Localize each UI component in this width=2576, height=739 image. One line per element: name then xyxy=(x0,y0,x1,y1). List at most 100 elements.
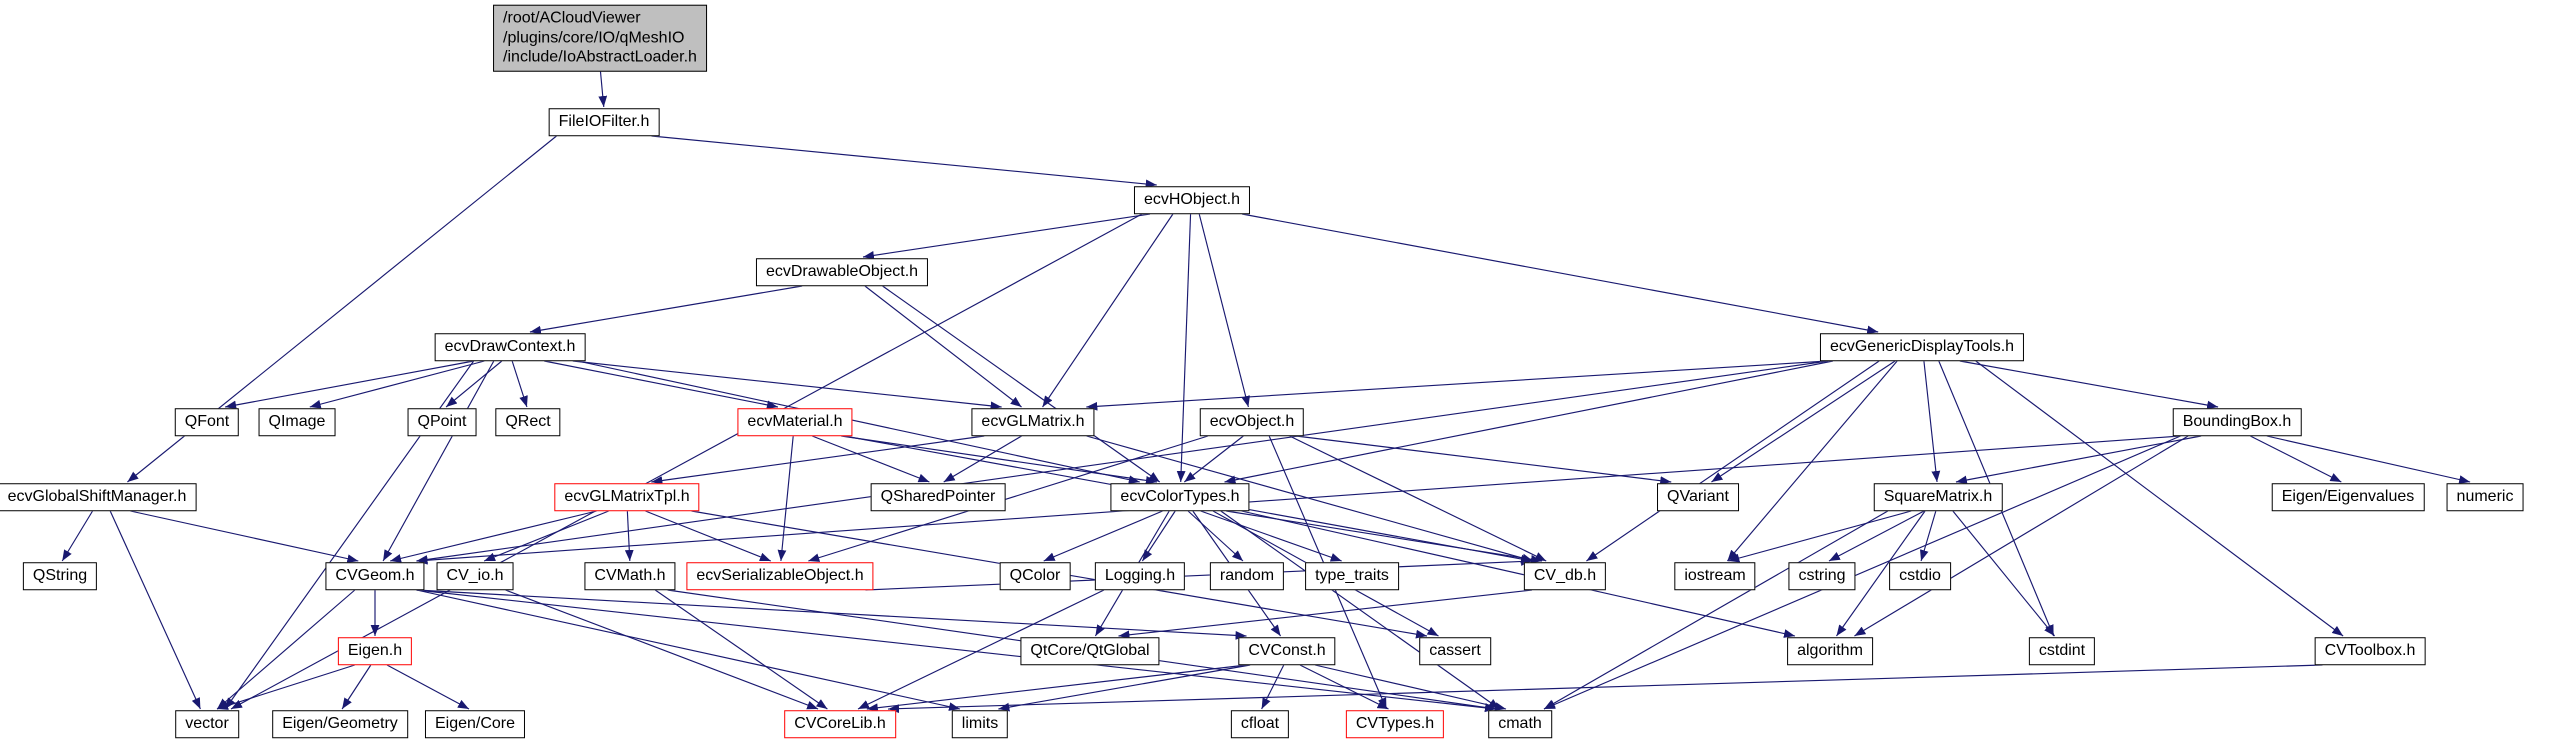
graph-node-qcolor[interactable]: QColor xyxy=(999,562,1071,590)
graph-node-eigen-geometry[interactable]: Eigen/Geometry xyxy=(272,710,408,738)
graph-node-numeric[interactable]: numeric xyxy=(2446,483,2524,511)
include-edge-ecvdrawcontext-h-to-qrect xyxy=(511,360,528,408)
graph-node-root: /root/ACloudViewer/plugins/core/IO/qMesh… xyxy=(493,4,707,72)
graph-node-qfont[interactable]: QFont xyxy=(174,408,240,436)
graph-node-random[interactable]: random xyxy=(1209,562,1285,590)
graph-node-ecvdrawableobject-h[interactable]: ecvDrawableObject.h xyxy=(755,258,929,286)
include-edge-cvconst-h-to-cvcorelib-h xyxy=(866,664,1247,713)
graph-node-cmath[interactable]: cmath xyxy=(1488,710,1552,738)
include-edge-squarematrix-h-to-cstdio xyxy=(1919,510,1937,562)
include-edge-boundingbox-h-to-numeric xyxy=(2266,435,2471,484)
graph-node-qpoint[interactable]: QPoint xyxy=(407,408,477,436)
include-edge-ecvdrawcontext-h-to-qimage xyxy=(309,360,485,409)
include-edge-ecvhobject-h-to-ecvcolortypes-h xyxy=(1176,213,1192,483)
include-edge-ecvglmatrix-h-to-qsharedpointer xyxy=(943,435,1022,483)
graph-node-ecvcolortypes-h[interactable]: ecvColorTypes.h xyxy=(1110,483,1250,511)
graph-node-ecvobject-h[interactable]: ecvObject.h xyxy=(1199,408,1305,436)
graph-node-cvcorelib-h[interactable]: CVCoreLib.h xyxy=(784,710,896,738)
include-edge-ecvdrawcontext-h-to-cvgeom-h xyxy=(382,360,495,562)
include-edge-root-to-fileiofilter-h xyxy=(598,71,608,108)
include-edge-ecvdrawcontext-h-to-ecvmaterial-h xyxy=(544,360,779,410)
include-edge-squarematrix-h-to-cmath xyxy=(1543,510,1889,710)
include-edge-boundingbox-h-to-eigen-eigenvalues xyxy=(2250,435,2342,483)
graph-node-ecvmaterial-h[interactable]: ecvMaterial.h xyxy=(737,408,853,436)
graph-node-ecvgenericdisplaytools-h[interactable]: ecvGenericDisplayTools.h xyxy=(1819,333,2025,361)
include-edge-ecvobject-h-to-qvariant xyxy=(1295,435,1672,486)
graph-node-qimage[interactable]: QImage xyxy=(258,408,336,436)
graph-node-cstdio[interactable]: cstdio xyxy=(1889,562,1951,590)
include-edge-ecvcolortypes-h-to-qcolor xyxy=(1043,510,1163,562)
graph-node-cassert[interactable]: cassert xyxy=(1419,637,1491,665)
graph-node-cvconst-h[interactable]: CVConst.h xyxy=(1238,637,1336,665)
graph-node-qrect[interactable]: QRect xyxy=(495,408,561,436)
graph-node-ecvglmatrixtpl-h[interactable]: ecvGLMatrixTpl.h xyxy=(554,483,700,511)
include-edge-ecvmaterial-h-to-ecvcolortypes-h xyxy=(841,435,1157,485)
graph-node-qvariant[interactable]: QVariant xyxy=(1657,483,1739,511)
graph-node-cv-db-h[interactable]: CV_db.h xyxy=(1523,562,1607,590)
include-edge-ecvglmatrixtpl-h-to-cvgeom-h xyxy=(389,510,597,563)
graph-node-cvgeom-h[interactable]: CVGeom.h xyxy=(325,562,425,590)
include-edge-ecvhobject-h-to-ecvgenericdisplaytools-h xyxy=(1241,213,1879,335)
graph-node-ecvserializableobject-h[interactable]: ecvSerializableObject.h xyxy=(686,562,874,590)
include-edge-ecvdrawableobject-h-to-ecvcolortypes-h xyxy=(882,285,1161,483)
graph-node-iostream[interactable]: iostream xyxy=(1674,562,1756,590)
graph-node-ecvglmatrix-h[interactable]: ecvGLMatrix.h xyxy=(971,408,1095,436)
graph-node-qstring[interactable]: QString xyxy=(22,562,98,590)
graph-node-vector[interactable]: vector xyxy=(175,710,239,738)
graph-node-eigen-eigenvalues[interactable]: Eigen/Eigenvalues xyxy=(2271,483,2425,511)
graph-node-boundingbox-h[interactable]: BoundingBox.h xyxy=(2172,408,2302,436)
include-edge-cvconst-h-to-cmath xyxy=(1314,664,1507,711)
graph-node-cfloat[interactable]: cfloat xyxy=(1230,710,1290,738)
include-edge-ecvgenericdisplaytools-h-to-squarematrix-h xyxy=(1923,360,1941,483)
graph-node-eigen-core[interactable]: Eigen/Core xyxy=(424,710,526,738)
graph-node-squarematrix-h[interactable]: SquareMatrix.h xyxy=(1873,483,2003,511)
include-edge-ecvgenericdisplaytools-h-to-iostream xyxy=(1726,360,1898,562)
graph-node-eigen-h[interactable]: Eigen.h xyxy=(337,637,413,665)
include-edge-ecvgenericdisplaytools-h-to-cvtoolbox-h xyxy=(1975,360,2344,637)
graph-node-ecvhobject-h[interactable]: ecvHObject.h xyxy=(1133,186,1251,214)
include-edge-ecvglmatrix-h-to-ecvglmatrixtpl-h xyxy=(651,435,985,485)
graph-node-ecvglobalshiftmanager-h[interactable]: ecvGlobalShiftManager.h xyxy=(0,483,197,511)
graph-node-ecvdrawcontext-h[interactable]: ecvDrawContext.h xyxy=(434,333,586,361)
graph-node-limits[interactable]: limits xyxy=(951,710,1009,738)
include-edge-ecvglmatrixtpl-h-to-cv-io-h xyxy=(483,510,609,562)
include-edge-ecvgenericdisplaytools-h-to-cv-db-h xyxy=(1586,360,1880,562)
graph-node-cv-io-h[interactable]: CV_io.h xyxy=(436,562,514,590)
include-edge-ecvgenericdisplaytools-h-to-boundingbox-h xyxy=(1959,360,2219,410)
include-edge-ecvhobject-h-to-vector xyxy=(230,213,1143,710)
include-edge-ecvhobject-h-to-ecvobject-h xyxy=(1198,213,1250,408)
graph-node-type-traits[interactable]: type_traits xyxy=(1305,562,1399,590)
include-edge-fileiofilter-h-to-ecvhobject-h xyxy=(651,135,1157,189)
graph-node-cstring[interactable]: cstring xyxy=(1788,562,1856,590)
graph-node-fileiofilter-h[interactable]: FileIOFilter.h xyxy=(548,108,660,136)
graph-node-cvtoolbox-h[interactable]: CVToolbox.h xyxy=(2314,637,2426,665)
include-edge-ecvobject-h-to-ecvserializableobject-h xyxy=(808,435,1209,562)
graph-node-logging-h[interactable]: Logging.h xyxy=(1094,562,1186,590)
include-edge-cv-db-h-to-qtcore-qtglobal xyxy=(1118,589,1533,640)
include-edge-boundingbox-h-to-cmath xyxy=(1543,435,2181,710)
include-edge-ecvdrawableobject-h-to-ecvdrawcontext-h xyxy=(529,285,803,335)
graph-node-algorithm[interactable]: algorithm xyxy=(1787,637,1873,665)
include-edge-ecvcolortypes-h-to-type-traits xyxy=(1200,510,1342,562)
graph-node-cstdint[interactable]: cstdint xyxy=(2028,637,2096,665)
include-edge-cvgeom-h-to-limits xyxy=(416,589,961,711)
include-edge-ecvgenericdisplaytools-h-to-qvariant xyxy=(1711,360,1896,483)
include-edge-cvgeom-h-to-vector xyxy=(216,589,356,710)
include-edge-cvconst-h-to-cvtypes-h xyxy=(1299,664,1389,710)
graph-node-qsharedpointer[interactable]: QSharedPointer xyxy=(870,483,1006,511)
include-edge-cvtoolbox-h-to-cvcorelib-h xyxy=(887,664,2323,714)
include-edge-cvmath-h-to-cvcorelib-h xyxy=(654,589,828,710)
include-edge-ecvmaterial-h-to-qsharedpointer xyxy=(811,435,930,483)
include-edge-ecvobject-h-to-cv-db-h xyxy=(1289,435,1547,562)
graph-node-cvtypes-h[interactable]: CVTypes.h xyxy=(1345,710,1445,738)
include-edge-ecvglmatrix-h-to-cv-db-h xyxy=(1086,435,1534,563)
include-edge-ecvgenericdisplaytools-h-to-cvgeom-h xyxy=(416,360,1829,564)
include-edge-ecvdrawcontext-h-to-qfont xyxy=(225,360,474,410)
include-edge-ecvserializableobject-h-to-cv-db-h xyxy=(865,557,1533,591)
graph-node-label-line: /root/ACloudViewer xyxy=(503,9,641,27)
include-edge-cv-io-h-to-cvcorelib-h xyxy=(505,589,819,710)
graph-node-qtcore-qtglobal[interactable]: QtCore/QtGlobal xyxy=(1020,637,1160,665)
graph-node-cvmath-h[interactable]: CVMath.h xyxy=(584,562,676,590)
include-edge-cvconst-h-to-limits xyxy=(998,664,1251,712)
